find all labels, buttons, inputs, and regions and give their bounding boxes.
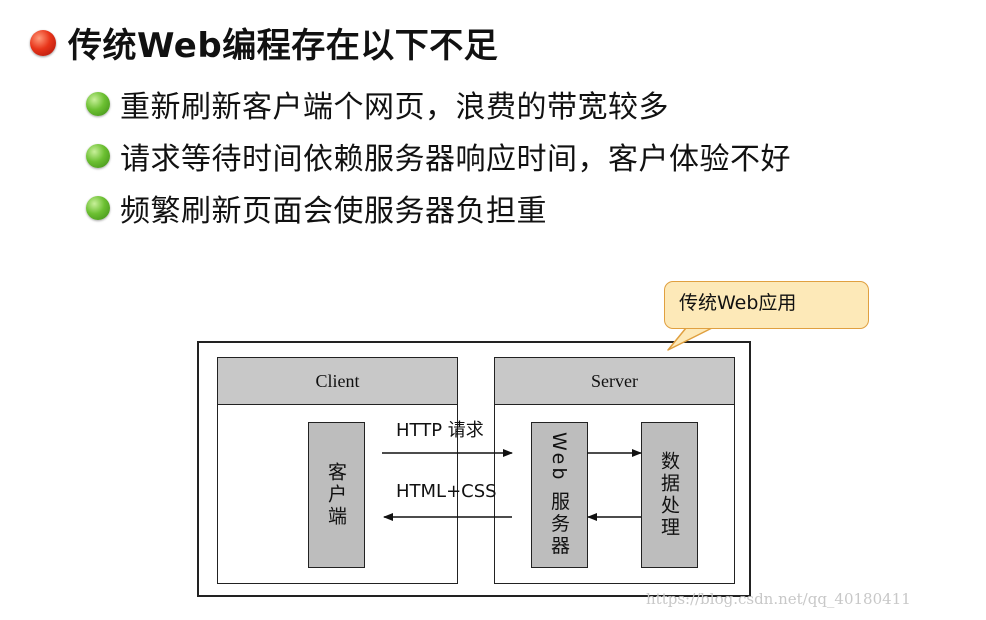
server-title: Server: [495, 358, 734, 405]
web-server-box: Web 服务器: [531, 422, 588, 568]
bullet-item: 请求等待时间依赖服务器响应时间，客户体验不好: [86, 134, 791, 178]
client-box: 客户端: [308, 422, 365, 568]
watermark: https://blog.csdn.net/qq_40180411: [646, 590, 911, 608]
callout-text: 传统Web应用: [679, 292, 797, 314]
data-processing-label: 数据处理: [658, 451, 680, 539]
green-bullet-icon: [86, 92, 110, 116]
callout-bubble: 传统Web应用: [664, 281, 869, 329]
client-title: Client: [218, 358, 457, 405]
green-bullet-icon: [86, 144, 110, 168]
bullet-text: 频繁刷新页面会使服务器负担重: [120, 194, 547, 229]
bullet-text: 请求等待时间依赖服务器响应时间，客户体验不好: [120, 142, 791, 177]
slide-heading: 传统Web编程存在以下不足: [30, 18, 498, 67]
bullet-item: 重新刷新客户端个网页，浪费的带宽较多: [86, 82, 669, 126]
data-processing-box: 数据处理: [641, 422, 698, 568]
heading-text: 传统Web编程存在以下不足: [68, 26, 499, 66]
green-bullet-icon: [86, 196, 110, 220]
web-server-label: Web 服务器: [548, 432, 570, 558]
client-box-label: 客户端: [325, 462, 347, 528]
client-panel: Client 客户端: [217, 357, 458, 584]
response-label: HTML+CSS: [396, 481, 497, 502]
diagram-frame: Client 客户端 Server Web 服务器 数据处理: [197, 341, 751, 597]
bullet-item: 频繁刷新页面会使服务器负担重: [86, 186, 547, 230]
bullet-text: 重新刷新客户端个网页，浪费的带宽较多: [120, 90, 669, 125]
callout-tail: [667, 327, 713, 351]
request-label: HTTP 请求: [396, 420, 484, 441]
red-bullet-icon: [30, 29, 56, 56]
server-panel: Server Web 服务器 数据处理: [494, 357, 735, 584]
